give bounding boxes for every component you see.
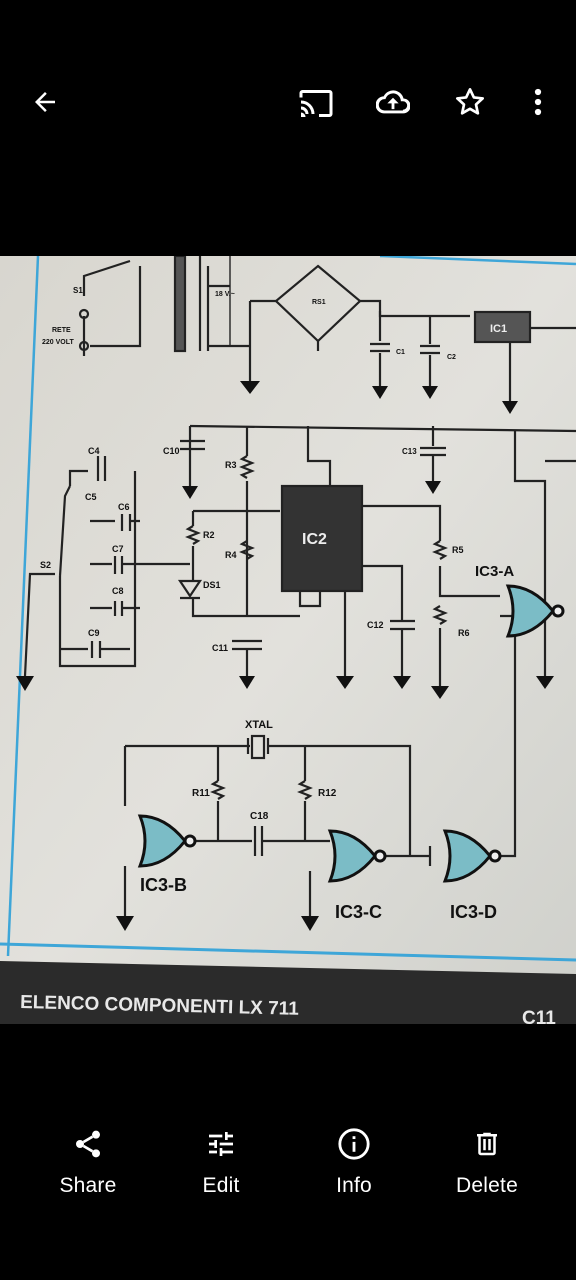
star-icon[interactable]	[446, 78, 494, 126]
label-c2: C2	[447, 354, 456, 361]
label-c18: C18	[250, 811, 269, 822]
back-arrow-icon[interactable]	[21, 78, 69, 126]
label-c11: C11	[212, 643, 228, 653]
bottom-action-bar: Share Edit Info Delete	[0, 1126, 576, 1206]
info-button[interactable]: Info	[294, 1126, 414, 1206]
label-ic1: IC1	[490, 323, 507, 335]
label-r5: R5	[452, 545, 464, 555]
info-icon	[336, 1126, 372, 1162]
label-ic3a: IC3-A	[475, 563, 514, 580]
label-r4: R4	[225, 550, 237, 560]
label-c8: C8	[112, 586, 124, 596]
label-ic2: IC2	[302, 531, 327, 548]
label-ic3d: IC3-D	[450, 902, 497, 922]
label-r3: R3	[225, 460, 237, 470]
tune-icon	[203, 1126, 239, 1162]
label-s1: S1	[73, 286, 83, 295]
trash-icon	[469, 1126, 505, 1162]
share-icon	[70, 1126, 106, 1162]
label-220-volt: 220 VOLT	[42, 339, 74, 346]
label-ic3b: IC3-B	[140, 875, 187, 895]
label-rs1: RS1	[312, 299, 326, 306]
more-vert-icon[interactable]	[514, 78, 562, 126]
delete-label: Delete	[456, 1174, 518, 1197]
label-ic3c: IC3-C	[335, 902, 382, 922]
label-r12: R12	[318, 788, 337, 799]
footer-right-text: C11	[522, 1008, 556, 1024]
label-c4: C4	[88, 446, 100, 456]
label-r11: R11	[192, 788, 210, 799]
photo-viewer-image[interactable]: IC1 IC2 IC3-A IC3-B IC3-C IC3-D XTAL R11…	[0, 256, 576, 1024]
label-c10: C10	[163, 446, 180, 456]
share-label: Share	[59, 1174, 117, 1197]
label-c1: C1	[396, 349, 405, 356]
label-ds1: DS1	[203, 580, 221, 590]
label-c6: C6	[118, 502, 130, 512]
label-18v: 18 V.~	[215, 291, 235, 298]
label-xtal: XTAL	[245, 719, 273, 731]
label-r6: R6	[458, 628, 470, 638]
cloud-upload-icon[interactable]	[369, 78, 417, 126]
top-app-bar	[0, 60, 576, 146]
label-c13: C13	[402, 447, 417, 456]
delete-button[interactable]: Delete	[427, 1126, 547, 1206]
edit-button[interactable]: Edit	[161, 1126, 281, 1206]
label-c9: C9	[88, 628, 100, 638]
info-label: Info	[336, 1174, 372, 1197]
edit-label: Edit	[202, 1174, 240, 1197]
label-c7: C7	[112, 544, 124, 554]
label-rete: RETE	[52, 327, 71, 334]
share-button[interactable]: Share	[28, 1126, 148, 1206]
label-c5: C5	[85, 492, 97, 502]
label-r2: R2	[203, 530, 215, 540]
cast-icon[interactable]	[292, 78, 340, 126]
label-c12: C12	[367, 620, 384, 630]
label-s2: S2	[40, 560, 51, 570]
